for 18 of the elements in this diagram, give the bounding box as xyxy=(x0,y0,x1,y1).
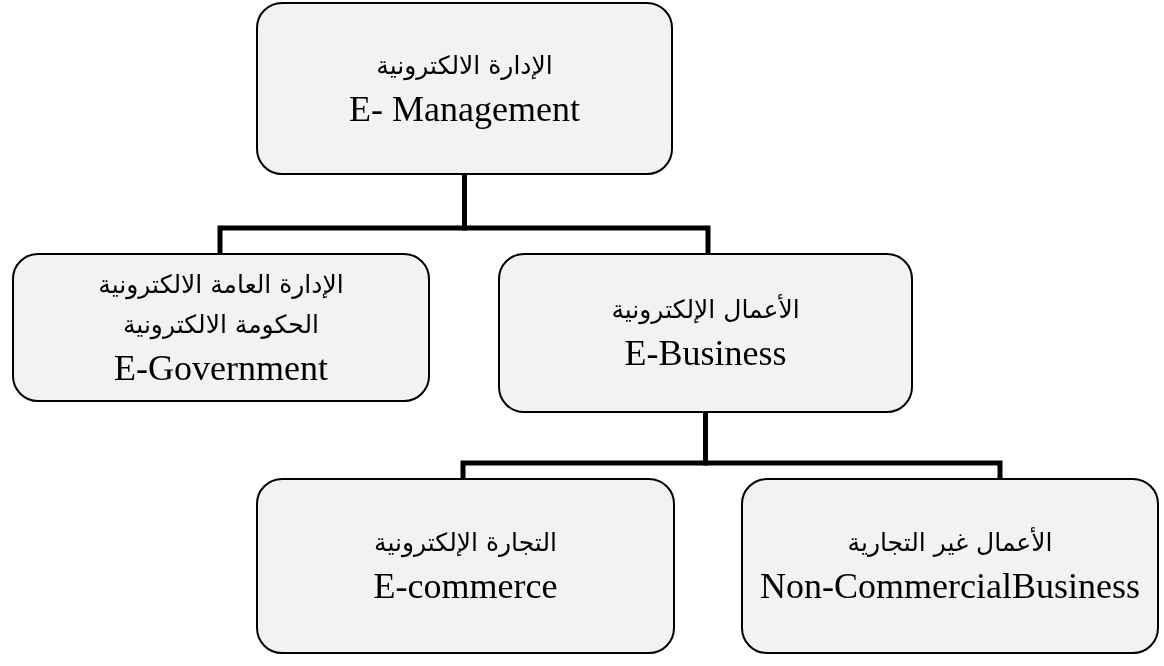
english-label: E- Management xyxy=(349,87,580,131)
connector-line xyxy=(703,413,1003,478)
arabic-label: الأعمال الإلكترونية xyxy=(611,293,800,327)
arabic-label: الأعمال غير التجارية xyxy=(847,526,1053,559)
rounded-box xyxy=(256,478,675,654)
arabic-label: الإدارة العامة الالكترونية xyxy=(98,268,344,302)
arabic-label: التجارة الإلكترونية xyxy=(374,527,557,560)
english-label: E-commerce xyxy=(373,565,558,608)
rounded-box xyxy=(498,253,913,413)
rounded-box xyxy=(741,478,1159,654)
english-label: E-Government xyxy=(114,346,328,390)
english-label: E-Business xyxy=(624,332,787,375)
rounded-box xyxy=(256,2,673,175)
rounded-box xyxy=(12,253,430,402)
arabic-label: الإدارة الالكترونية xyxy=(376,49,553,83)
connector-line xyxy=(462,175,711,253)
english-label: Non-CommercialBusiness xyxy=(760,565,1140,608)
arabic-label: الحكومة الالكترونية xyxy=(122,308,320,342)
